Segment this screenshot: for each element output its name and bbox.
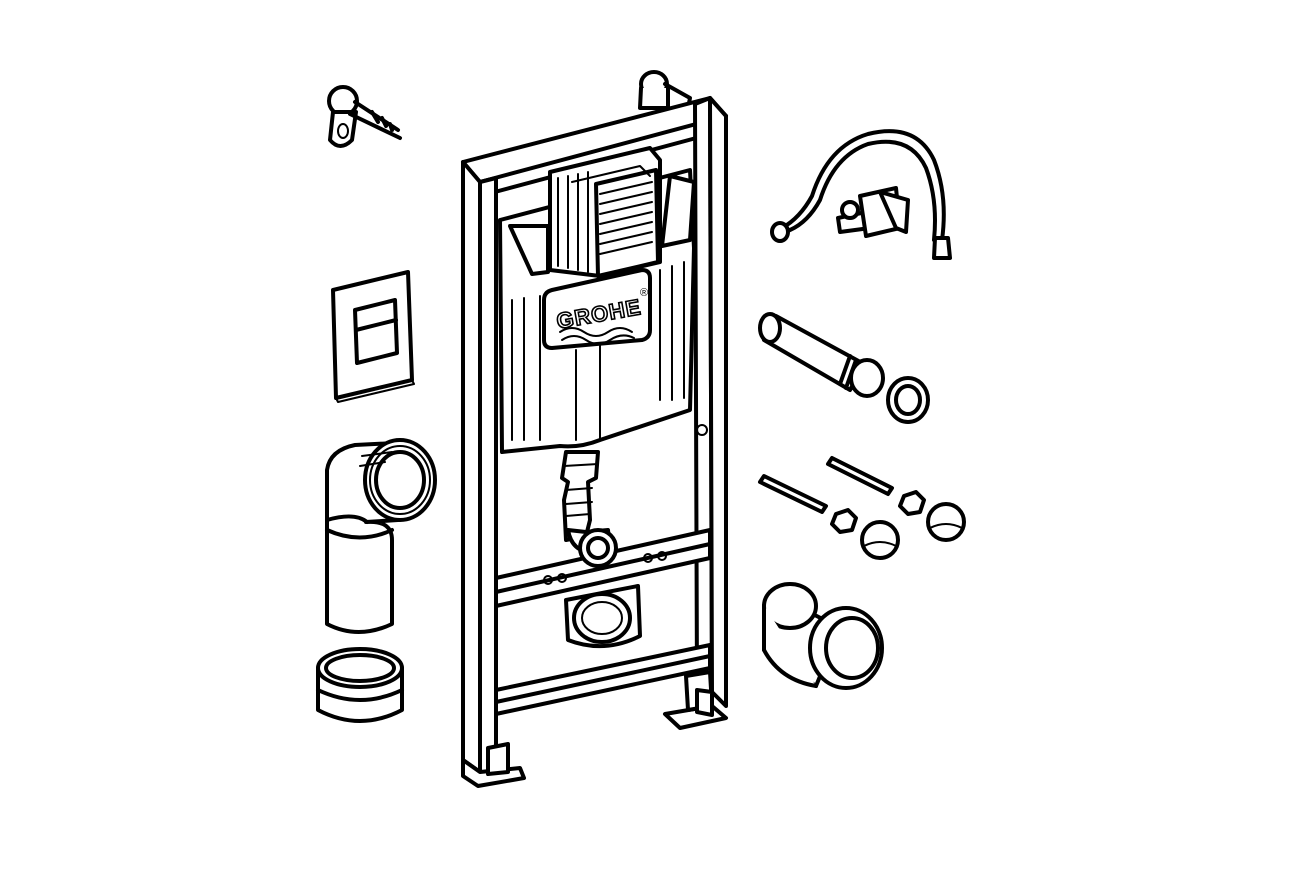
pan-connector-bend: [325, 438, 437, 634]
flush-plate: [331, 270, 415, 403]
cistern-tank: GROHE ®: [498, 146, 696, 568]
threaded-rod: [758, 456, 894, 514]
outlet-sleeve-cup: [762, 582, 884, 690]
outlet-ring-bracket: [564, 584, 642, 649]
brand-logo-mark: ®: [640, 287, 648, 299]
hex-nut: [830, 490, 926, 534]
cover-cap: [860, 502, 966, 560]
flex-hose-with-valve: [770, 129, 952, 260]
wall-hook-bolt: [327, 85, 402, 148]
frame-top-hook: [638, 70, 692, 110]
pipe-sleeve: [316, 647, 404, 723]
flush-pipe: [758, 312, 930, 424]
mounting-frame: [461, 96, 728, 788]
